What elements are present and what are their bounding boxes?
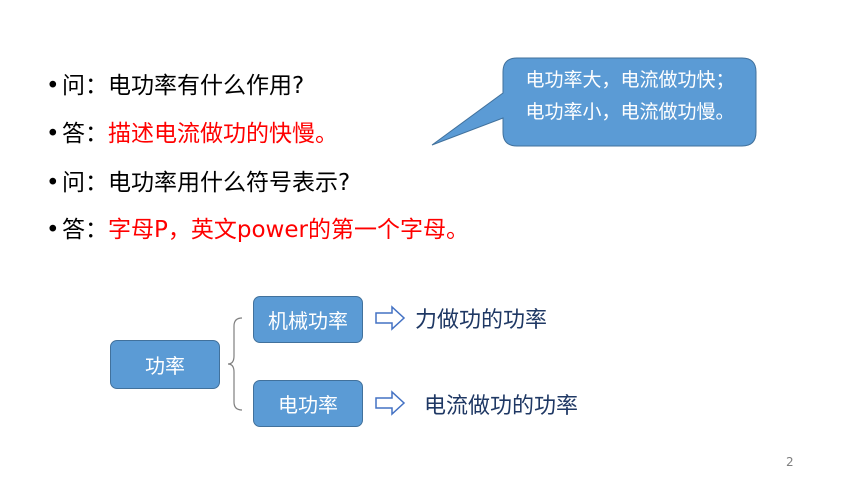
- answer-text: 字母P，英文power的第一个字母。: [108, 217, 469, 243]
- bullet: •: [46, 170, 60, 196]
- answer-line-1: •答：描述电流做功的快慢。: [46, 119, 338, 149]
- callout-text: 电功率大，电流做功快； 电功率小，电流做功慢。: [504, 64, 756, 128]
- question-line-2: •问：电功率用什么符号表示?: [46, 168, 350, 198]
- answer-text: 描述电流做功的快慢。: [108, 121, 338, 147]
- arrow-right-icon: [375, 305, 406, 331]
- bullet: •: [46, 121, 60, 147]
- callout-bubble: [431, 57, 757, 147]
- mechanical-power-box: 机械功率: [253, 296, 363, 343]
- electric-power-description: 电流做功的功率: [424, 394, 579, 419]
- page-number: 2: [786, 455, 794, 469]
- callout-line: 电功率小，电流做功慢。: [525, 101, 735, 123]
- question-text: 电功率有什么作用?: [108, 73, 305, 99]
- answer-prefix: 答：: [62, 217, 108, 243]
- arrow-right-icon: [375, 390, 406, 416]
- power-box: 功率: [110, 340, 220, 389]
- question-prefix: 问：: [62, 170, 108, 196]
- mechanical-power-description: 力做功的功率: [415, 308, 548, 333]
- branch-bracket: [227, 317, 243, 411]
- question-text: 电功率用什么符号表示?: [108, 170, 351, 196]
- electric-power-box: 电功率: [253, 380, 363, 427]
- callout-line: 电功率大，电流做功快；: [525, 69, 735, 91]
- question-prefix: 问：: [62, 73, 108, 99]
- answer-prefix: 答：: [62, 121, 108, 147]
- bullet: •: [46, 217, 60, 243]
- question-line-1: •问：电功率有什么作用?: [46, 71, 304, 101]
- bullet: •: [46, 73, 60, 99]
- answer-line-2: •答：字母P，英文power的第一个字母。: [46, 215, 469, 245]
